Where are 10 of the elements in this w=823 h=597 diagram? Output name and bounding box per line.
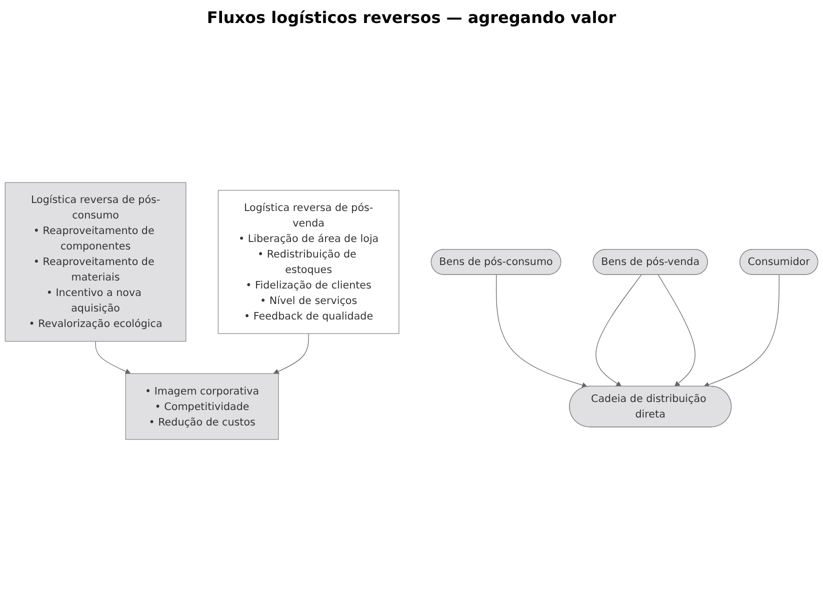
arrow [273, 333, 309, 374]
node-box: Logística reversa de pós-venda • Liberação de área de loja • Redistribuição de estoques • Fidelização de clientes • Nível de serviços • Feedback de qualidade [218, 190, 400, 334]
arrow [704, 274, 780, 388]
arrow [95, 341, 131, 374]
arrow [496, 274, 588, 388]
node-box: • Imagem corporativa • Competitividade • Redução de custos [125, 373, 279, 440]
diagram-title: Fluxos logísticos reversos — agregando valor [206, 8, 618, 27]
arrow [596, 274, 642, 387]
node-box: Logística reversa de pós-consumo • Reaproveitamento de componentes • Reaproveitamento de materiais • Incentivo a nova aquisição • Revalorização ecológica [4, 182, 186, 342]
arrow [658, 274, 696, 387]
